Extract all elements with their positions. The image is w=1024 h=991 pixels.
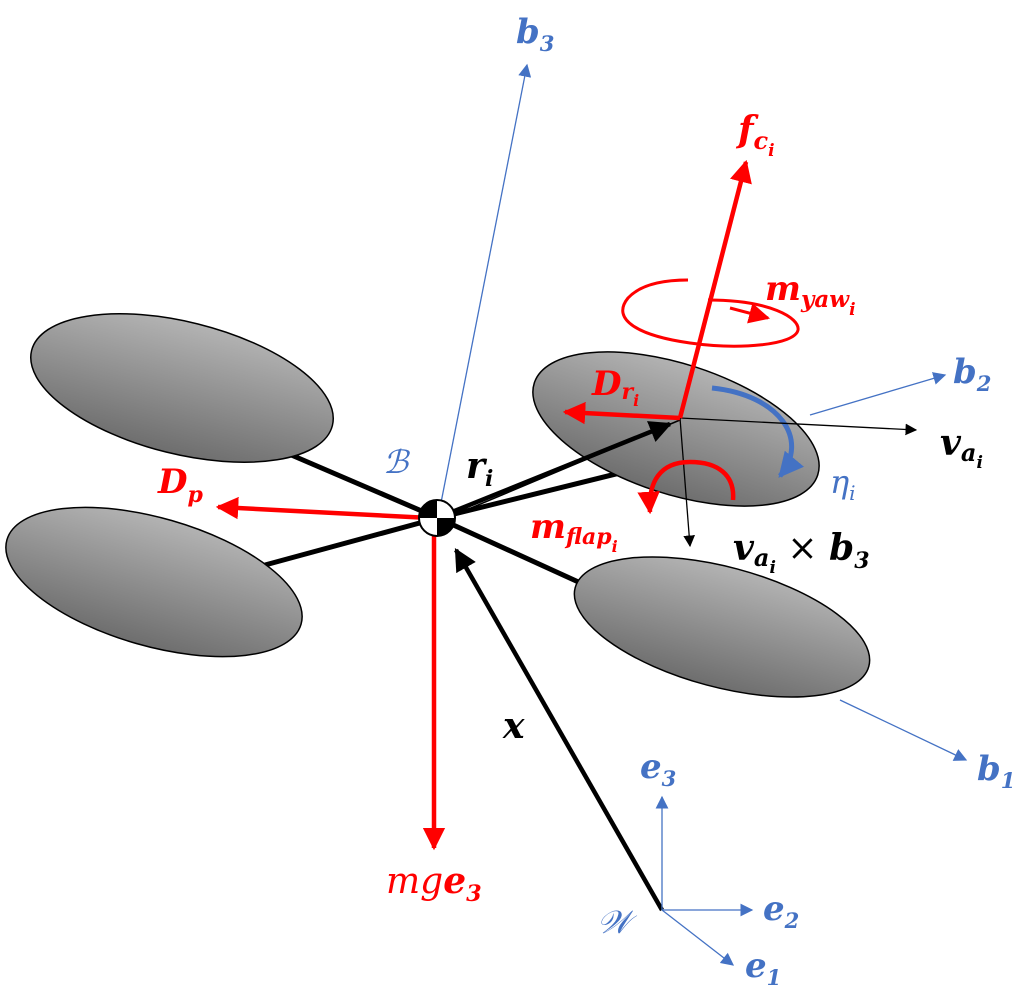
m-yaw-arrowhead — [729, 303, 771, 324]
label-eta: ηi — [830, 463, 856, 505]
label-mge3: mge3 — [386, 860, 482, 907]
label-e2: e2 — [763, 889, 799, 933]
x-position-vector — [454, 548, 664, 912]
label-e3: e3 — [640, 747, 676, 791]
label-m-yaw: myawi — [765, 269, 856, 320]
label-b1: b1 — [977, 749, 1015, 793]
r-vector-guide — [451, 419, 681, 517]
b1-axis — [839, 699, 968, 761]
dr-drag-vector — [562, 401, 681, 425]
fc-thrust-vector — [677, 159, 752, 419]
label-body-frame: ℬ — [383, 443, 411, 481]
label-world-frame: 𝒲 — [597, 903, 638, 941]
center-of-mass-marker — [418, 499, 456, 537]
arm-upper-right — [437, 465, 641, 521]
propeller-lower-right — [573, 556, 871, 698]
dp-drag-vector — [215, 496, 431, 521]
label-dr: Dri — [591, 364, 639, 410]
e1-axis — [661, 909, 735, 966]
label-fc: fci — [735, 109, 775, 161]
label-e1: e1 — [745, 946, 781, 990]
label-va: vai — [940, 422, 983, 473]
va-vector — [679, 417, 918, 436]
eta-rotation-arc — [711, 385, 804, 478]
arm-lower-right — [436, 515, 587, 588]
arm-upper-left — [274, 445, 439, 521]
propeller-upper-left — [30, 313, 334, 463]
label-dp: Dp — [157, 462, 203, 508]
label-r: ri — [466, 445, 493, 492]
r-vector — [451, 421, 673, 515]
label-x: x — [502, 705, 525, 747]
propeller-upper-right — [532, 351, 820, 507]
b2-axis — [809, 372, 947, 416]
arm-lower-left — [264, 515, 439, 568]
b3-axis — [437, 63, 532, 519]
label-m-flap: mflapi — [530, 507, 618, 556]
m-yaw-arc — [621, 278, 800, 348]
label-b3: b3 — [516, 12, 554, 56]
label-b2: b2 — [953, 352, 991, 396]
va-cross-b3-vector — [679, 417, 696, 548]
label-va-cross-b3: vai × b3 — [733, 527, 870, 578]
propeller-lower-left — [5, 506, 303, 658]
m-flap-arc — [637, 459, 736, 515]
